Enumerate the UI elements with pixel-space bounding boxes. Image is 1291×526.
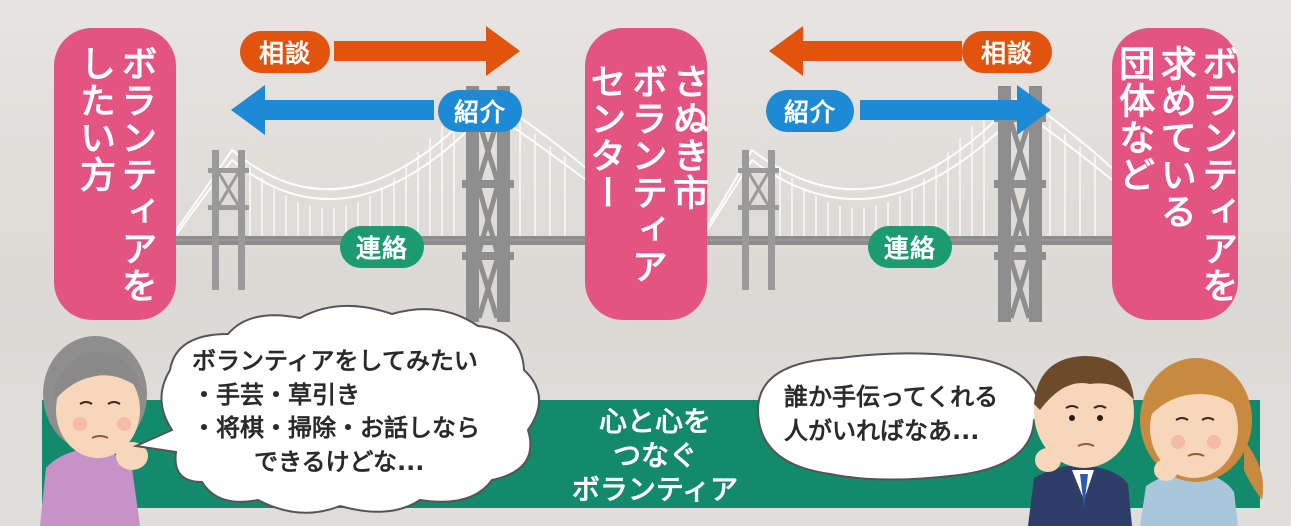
right-bubble-line1: 誰か手伝ってくれる [784,383,999,411]
blue-arrow-right-icon [860,85,1051,135]
consult-label-right: 相談 [962,31,1052,73]
orange-arrow-right-icon [334,26,520,76]
left-bubble-line3: できるけどな... [254,448,425,476]
introduce-label-left: 紹介 [438,90,522,132]
right-box-text: ボランティアを 求めている 団体など [1113,44,1238,304]
left-box-text: ボランティアを したい方 [74,44,157,304]
banner-text: 心と心を つなぐ ボランティア [571,405,739,507]
contact-label-right: 連絡 [868,226,952,268]
contact-label-left: 連絡 [340,226,424,268]
blue-arrow-left-icon [231,85,434,135]
orange-arrow-left-icon [769,26,962,76]
left-speech-bubble [132,305,541,514]
center-box-text: さぬき市 ボランティア センター [584,63,709,285]
elderly-woman-illustration [40,336,148,526]
introduce-label-right: 紹介 [766,90,854,132]
right-bubble-line2: 人がいればなあ... [784,417,980,445]
center-box: さぬき市 ボランティア センター [584,28,709,320]
left-box: ボランティアを したい方 [54,28,176,320]
woman-illustration [1140,358,1264,526]
right-box: ボランティアを 求めている 団体など [1112,28,1238,320]
left-bubble-line1: ・手芸・草引き [192,381,360,409]
man-illustration [1028,356,1134,526]
consult-label-left: 相談 [240,31,330,73]
left-bubble-title: ボランティアをしてみたい [192,347,478,375]
left-bubble-line2: ・将棋・掃除・お話しなら [192,414,480,442]
